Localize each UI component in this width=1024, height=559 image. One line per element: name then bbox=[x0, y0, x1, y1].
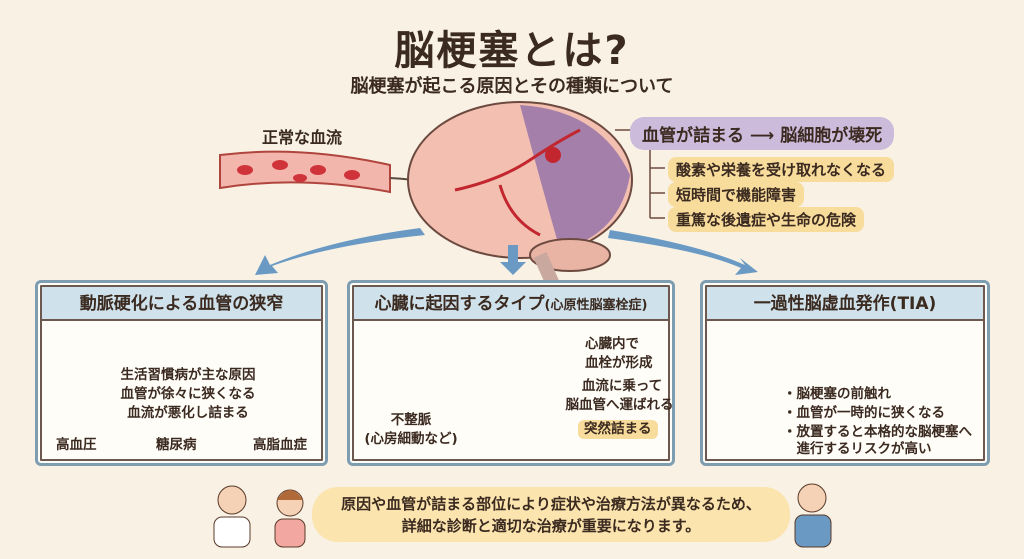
panel-line: 血流が悪化し詰まる bbox=[127, 405, 249, 421]
patient-woman-illustration bbox=[274, 489, 306, 548]
panel-cardiogenic: 心臓に起因するタイプ(心原性脳塞栓症) 不整脈 (心房細動など) 心臓内で 血栓… bbox=[347, 280, 675, 466]
carried-label: 脳血管へ運ばれる bbox=[565, 397, 674, 413]
effect-item: 重篤な後遺症や生命の危険 bbox=[668, 207, 865, 232]
tia-bullet: ・脳梗塞の前触れ bbox=[783, 386, 891, 402]
effect-item: 短時間で機能障害 bbox=[668, 182, 805, 207]
panel-line: 生活習慣病が主な原因 bbox=[120, 367, 256, 383]
footer-line: 原因や血管が詰まる部位により症状や治療方法が異なるため、 bbox=[341, 495, 761, 513]
tia-bullet: ・放置すると本格的な脳梗塞へ bbox=[783, 424, 972, 440]
tia-bullet: 進行するリスクが高い bbox=[783, 441, 932, 457]
panel-line: 血管が徐々に狭くなる bbox=[120, 386, 256, 402]
patient-man-illustration bbox=[794, 483, 832, 548]
panel-title-note: (心原性脳塞栓症) bbox=[544, 298, 648, 313]
normal-artery-illustration bbox=[219, 150, 456, 194]
cause-diabetes: 糖尿病 bbox=[156, 437, 197, 453]
main-effect-badge: 血管が詰まる ⟶ 脳細胞が壊死 bbox=[630, 117, 895, 150]
footer-message: 原因や血管が詰まる部位により症状や治療方法が異なるため、 詳細な診断と適切な治療… bbox=[312, 487, 790, 542]
page-subtitle: 脳梗塞が起こる原因とその種類について bbox=[350, 76, 674, 97]
footer-line: 詳細な診断と適切な治療が重要になります。 bbox=[401, 517, 701, 535]
arrhythmia-label: 不整脈 bbox=[390, 412, 432, 428]
clot-label: 心臓内で bbox=[585, 336, 639, 352]
effect-item: 酸素や栄養を受け取れなくなる bbox=[668, 157, 895, 182]
doctor-illustration bbox=[213, 485, 251, 548]
panel-title: 心臓に起因するタイプ(心原性脳塞栓症) bbox=[354, 287, 668, 321]
panel-atherosclerosis: 動脈硬化による血管の狭窄 生活習慣病が主な原因 血管が徐々に狭くなる 血流が悪化… bbox=[35, 280, 328, 466]
cause-hyperlipidemia: 高脂血症 bbox=[253, 437, 307, 453]
tia-bullet: ・血管が一時的に狭くなる bbox=[783, 405, 945, 421]
cause-hypertension: 高血圧 bbox=[56, 437, 97, 453]
sudden-blockage-badge: 突然詰まる bbox=[578, 420, 658, 439]
clot-label: 血栓が形成 bbox=[585, 355, 653, 371]
normal-flow-label: 正常な血流 bbox=[262, 128, 343, 147]
brain-illustration bbox=[407, 101, 633, 303]
panel-title: 動脈硬化による血管の狭窄 bbox=[42, 287, 321, 321]
panel-title-main: 心臓に起因するタイプ bbox=[374, 294, 545, 314]
panel-tia: 一過性脳虚血発作(TIA) ・脳梗塞の前触れ ・血管が一時的に狭くなる ・放置す… bbox=[700, 280, 990, 466]
arrhythmia-note: (心房細動など) bbox=[364, 431, 458, 447]
down-arrows bbox=[255, 228, 758, 275]
panel-title: 一過性脳虚血発作(TIA) bbox=[707, 287, 983, 321]
carried-label: 血流に乗って bbox=[581, 378, 663, 394]
page-title: 脳梗塞とは? bbox=[394, 28, 630, 74]
